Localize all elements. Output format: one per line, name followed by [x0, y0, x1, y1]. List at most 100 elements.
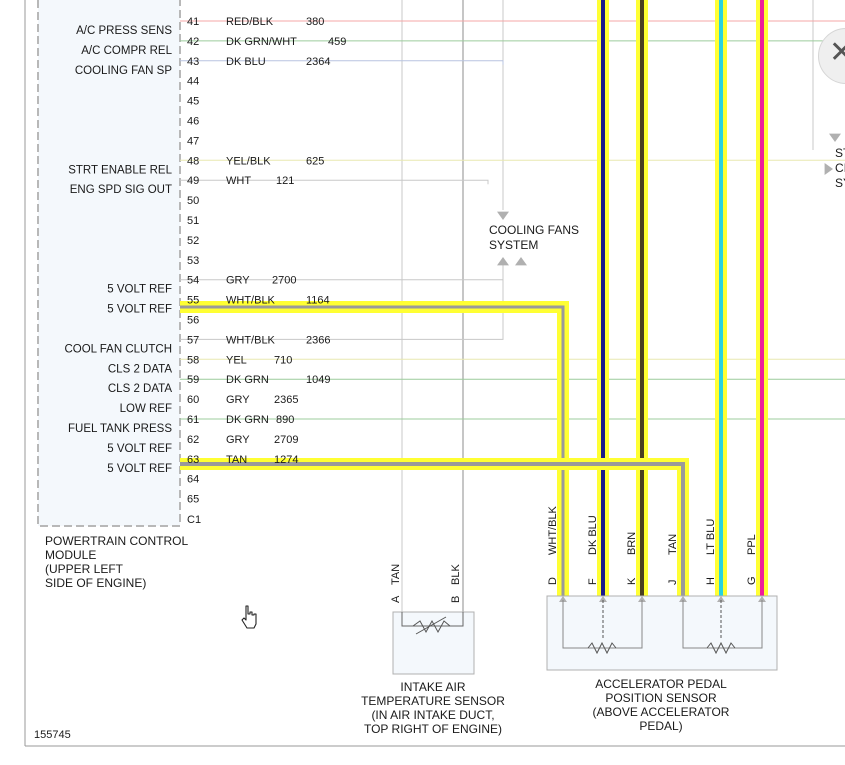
- circuit-number: 1164: [306, 295, 330, 307]
- iat-wire-color-label: TAN: [390, 564, 402, 585]
- app-wire-color-label: DK BLU: [587, 515, 599, 555]
- app-wire-color-label: BRN: [626, 532, 638, 555]
- pin-function: 5 VOLT REF: [107, 463, 172, 475]
- pin-function: A/C PRESS SENS: [76, 25, 172, 37]
- cooling-fans-arrow-down: [497, 211, 509, 220]
- wire-color: DK BLU: [226, 56, 266, 68]
- wire-57: [180, 270, 504, 340]
- pcm-box: [37, 0, 181, 527]
- figure-number: 155745: [34, 729, 71, 741]
- wire-color: GRY: [226, 394, 250, 406]
- pin-number: 58: [187, 354, 199, 366]
- pin-number: 63: [187, 454, 199, 466]
- pin-number: 56: [187, 315, 199, 327]
- pin-number: 46: [187, 116, 199, 128]
- pin-function: 5 VOLT REF: [107, 304, 172, 316]
- right-edge-arrow-down: [829, 133, 841, 142]
- pin-function: ENG SPD SIG OUT: [70, 184, 172, 196]
- circuit-number: 1049: [306, 374, 330, 386]
- circuit-number: 2366: [306, 334, 330, 346]
- circuit-number: 2709: [274, 434, 298, 446]
- cooling-fans-label: COOLING FANS SYSTEM: [489, 223, 579, 252]
- wire-49: [180, 179, 489, 185]
- pin-number: 47: [187, 135, 199, 147]
- pcm-label: POWERTRAIN CONTROL MODULE (UPPER LEFT SI…: [45, 534, 188, 590]
- pin-function: FUEL TANK PRESS: [68, 423, 172, 435]
- pcm-label-line: SIDE OF ENGINE): [45, 576, 146, 590]
- wire-color: TAN: [226, 454, 247, 466]
- pin-number: 62: [187, 434, 199, 446]
- pin-number: 64: [187, 474, 199, 486]
- app-pot-1-leads: [562, 600, 643, 649]
- app-pin-arrow: [599, 596, 607, 602]
- close-icon: ✕: [829, 35, 845, 70]
- app-pin-label: D: [547, 577, 559, 585]
- app-wire-color-label: LT BLU: [705, 519, 717, 555]
- pin-number: 65: [187, 494, 199, 506]
- pin-function: 5 VOLT REF: [107, 284, 172, 296]
- wire-color: WHT: [226, 175, 251, 187]
- accelerator-pedal-position-sensor: ACCELERATOR PEDAL POSITION SENSOR (ABOVE…: [546, 505, 778, 733]
- app-pot-2-leads: [682, 600, 763, 649]
- circuit-number: 710: [274, 354, 292, 366]
- pin-function: CLS 2 DATA: [108, 383, 172, 395]
- pin-number: 49: [187, 175, 199, 187]
- iat-pin-label: A: [390, 595, 402, 603]
- pin-function: COOLING FAN SP: [75, 65, 172, 77]
- app-pin-arrow: [638, 596, 646, 602]
- pin-number: 48: [187, 155, 199, 167]
- iat-label-line: TOP RIGHT OF ENGINE): [364, 722, 502, 736]
- circuit-number: 459: [328, 36, 346, 48]
- iat-sensor-body: [392, 611, 475, 675]
- pin-function: CLS 2 DATA: [108, 363, 172, 375]
- pin-function: 5 VOLT REF: [107, 443, 172, 455]
- wire-layer: [180, 0, 845, 612]
- app-pin-label: F: [587, 578, 599, 585]
- pin-number: 45: [187, 96, 199, 108]
- wire-43: [180, 60, 504, 65]
- cooling-fans-arrow-up: [497, 257, 509, 266]
- circuit-number: 2365: [274, 394, 298, 406]
- iat-thermistor: [412, 619, 451, 634]
- app-sensor-body: [546, 595, 778, 671]
- circuit-number: 121: [276, 175, 294, 187]
- app-pot-1-resistor: [587, 641, 617, 655]
- pin-number: 61: [187, 414, 199, 426]
- pin-number: 50: [187, 195, 199, 207]
- app-wire-color-label: PPL: [746, 534, 758, 555]
- app-pin-label: H: [705, 577, 717, 585]
- pin-number: 60: [187, 394, 199, 406]
- pin-number: 43: [187, 56, 199, 68]
- circuit-number: 380: [306, 16, 324, 28]
- circuit-number: 890: [276, 414, 294, 426]
- wire-55: [180, 305, 565, 596]
- pcm-label-line: MODULE: [45, 548, 96, 562]
- pin-number: 54: [187, 275, 199, 287]
- pin-function: STRT ENABLE REL: [68, 164, 172, 176]
- app-pin-label: G: [746, 576, 758, 585]
- cooling-fans-label-line: SYSTEM: [489, 238, 538, 252]
- wire-color: GRY: [226, 434, 250, 446]
- app-label-line: PEDAL): [639, 719, 682, 733]
- pin-number: 52: [187, 235, 199, 247]
- app-label-line: POSITION SENSOR: [605, 691, 717, 705]
- circuit-number: 1274: [274, 454, 298, 466]
- iat-label-line: (IN AIR INTAKE DUCT,: [371, 708, 494, 722]
- pin-function: A/C COMPR REL: [81, 45, 172, 57]
- app-label-line: (ABOVE ACCELERATOR: [593, 705, 730, 719]
- pin-number: 55: [187, 295, 199, 307]
- app-pin-label: J: [667, 580, 679, 586]
- hand-cursor-icon: [241, 605, 257, 629]
- iat-thermistor-arrow: [415, 616, 447, 635]
- right-edge-arrow-right: [824, 163, 833, 175]
- pin-number: 51: [187, 215, 199, 227]
- iat-thermistor-leads: [401, 612, 464, 627]
- wire-color: GRY: [226, 275, 250, 287]
- pin-number: C1: [187, 514, 201, 526]
- pin-number: 57: [187, 334, 199, 346]
- circuit-number: 2700: [272, 275, 296, 287]
- wire-color: YEL/BLK: [226, 155, 271, 167]
- iat-pin-label: B: [450, 596, 462, 603]
- wire-color: RED/BLK: [226, 16, 274, 28]
